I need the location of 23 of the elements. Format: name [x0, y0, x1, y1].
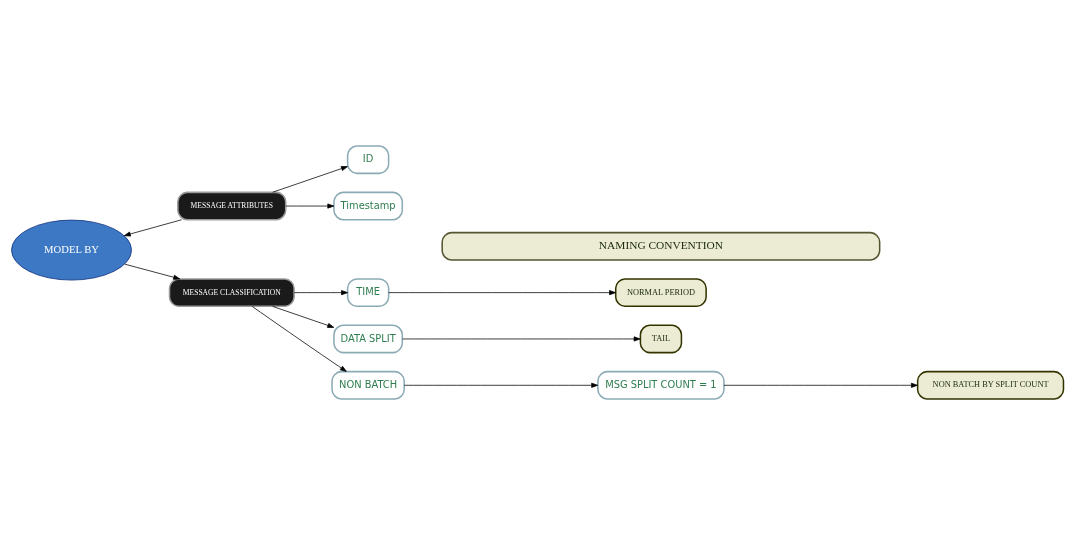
- node-box: NAMING CONVENTION: [441, 231, 881, 261]
- arrow: [251, 305, 347, 372]
- arrow: [272, 165, 348, 193]
- node-box: Timestamp: [333, 191, 404, 220]
- node-box: TIME: [346, 277, 390, 307]
- node-box: NON BATCH: [331, 370, 405, 400]
- node-box: NON BATCH BY SPLIT COUNT: [916, 370, 1065, 400]
- node-box: MESSAGE CLASSIFICATION: [168, 277, 295, 307]
- node-box: ID: [346, 144, 390, 174]
- arrow: [272, 305, 335, 328]
- arrow: [124, 263, 181, 280]
- arrow: [285, 203, 335, 209]
- arrow: [402, 335, 641, 341]
- arrow: [723, 382, 918, 388]
- arrow: [388, 289, 616, 295]
- node-box: MSG SPLIT COUNT = 1: [597, 370, 725, 400]
- node-box: MESSAGE ATTRIBUTES: [177, 191, 287, 220]
- arrow: [403, 382, 599, 388]
- node-box: TAIL: [639, 324, 683, 353]
- arrow: [293, 289, 348, 295]
- arrow: [123, 218, 182, 236]
- node-box: DATA SPLIT: [333, 324, 404, 353]
- node-box: NORMAL PERIOD: [614, 277, 707, 307]
